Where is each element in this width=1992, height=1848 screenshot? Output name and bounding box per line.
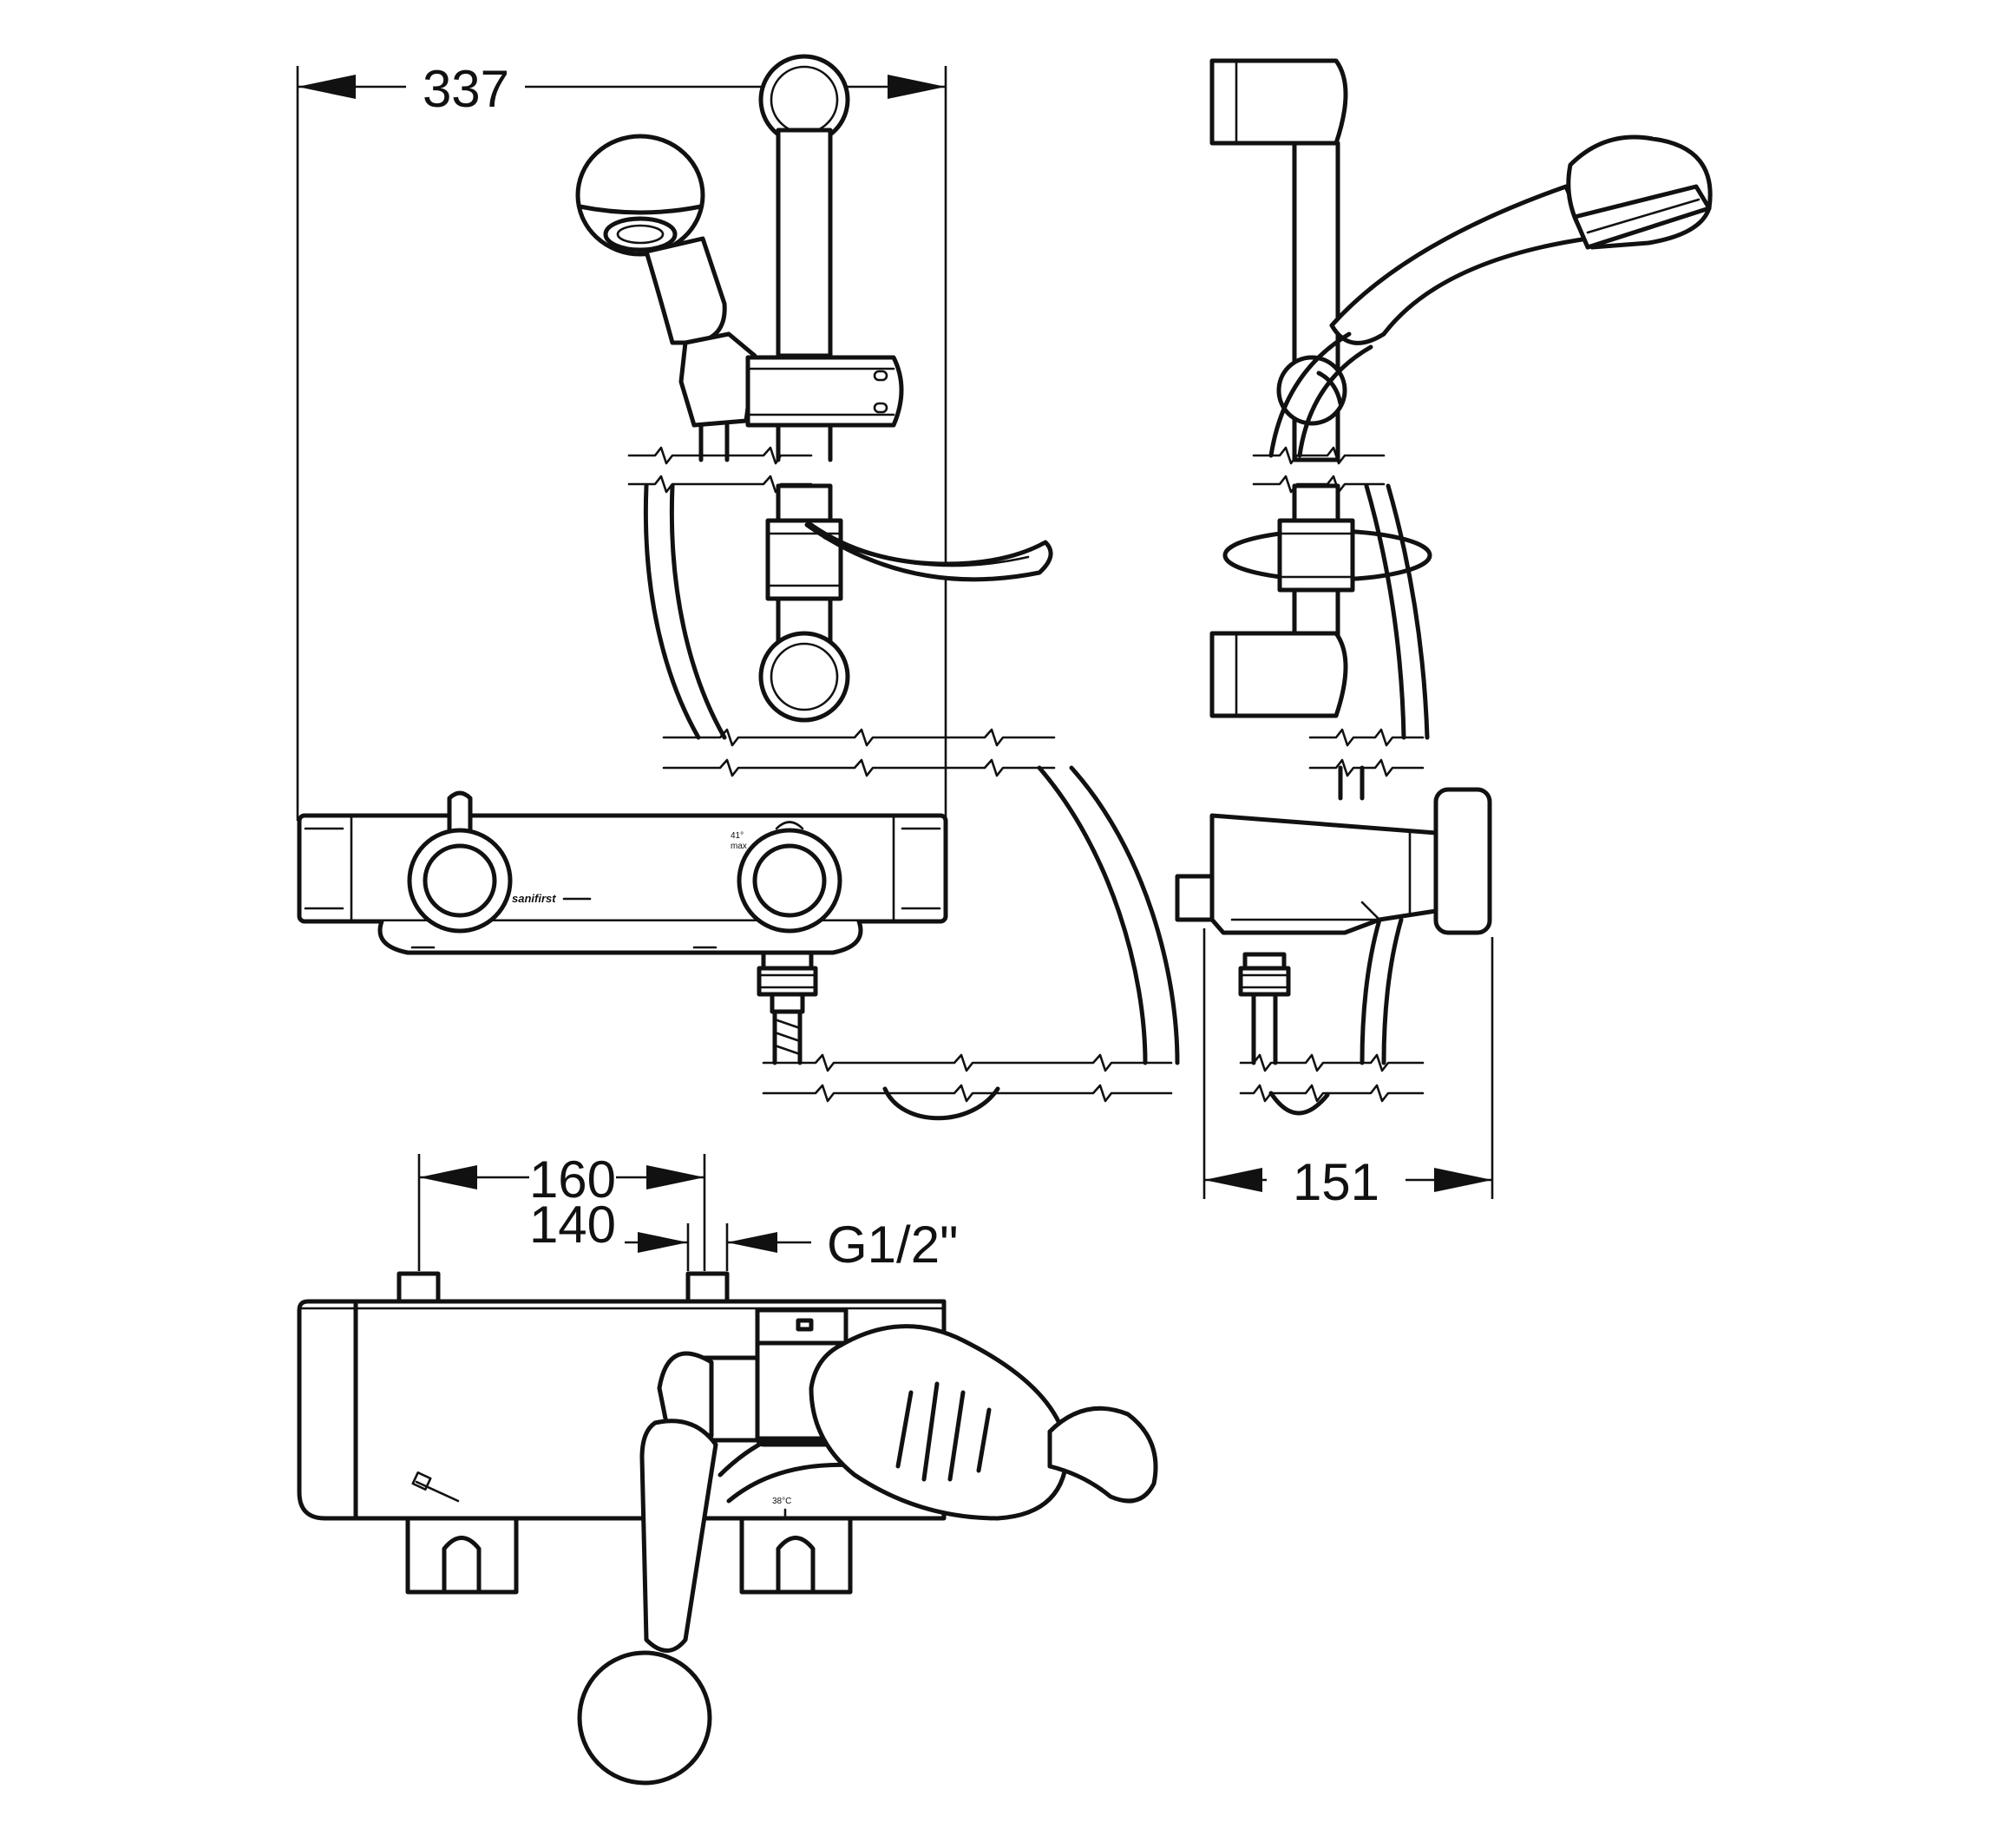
brand-logo: sanifirst [512,892,556,905]
dimension-width: 337 [296,60,947,821]
hand-shower [575,134,757,428]
side-view: 151 [1175,58,1713,1211]
thread-size-label: G1/2" [827,1216,958,1274]
temp-default-label: 38°C [772,1497,791,1506]
dimension-337-label: 337 [423,60,509,118]
dimension-depth: 151 [1202,928,1494,1211]
temp-stop-label: 41° [731,831,744,841]
dimension-140-label: 140 [529,1196,616,1254]
dimension-160-label: 160 [529,1150,616,1209]
toothbrush-icon [411,1471,460,1503]
mixer-body-front: 41° max sanifirst [297,790,1173,1103]
front-view: 337 [296,54,1180,1121]
dimension-centres: 160 140 G1/2" [417,1150,958,1274]
slide-rail [627,54,1056,777]
dimension-151-label: 151 [1293,1153,1379,1211]
top-view: 160 140 G1/2" 38°C [297,1150,1158,1786]
temp-stop-sublabel: max [731,842,747,851]
shower-hose [643,483,1180,1121]
